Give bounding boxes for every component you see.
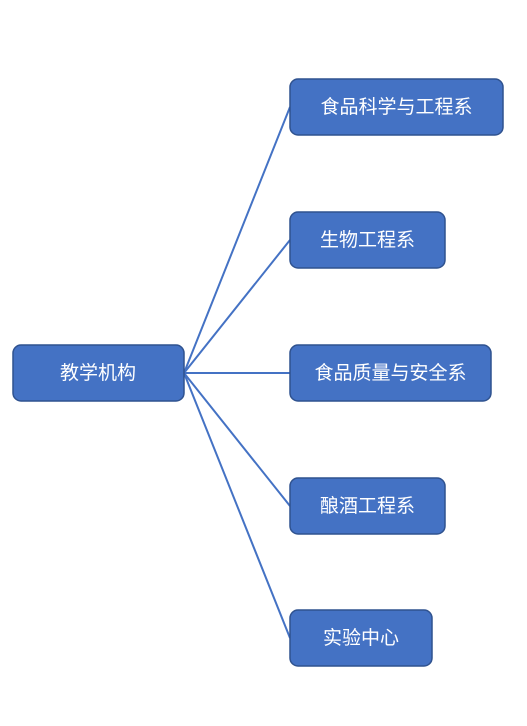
child-node-box — [289, 344, 492, 402]
connector-child-0 — [183, 106, 291, 374]
connectors — [183, 106, 291, 639]
child-node-label: 实验中心 — [323, 627, 399, 649]
connector-child-3 — [183, 372, 291, 507]
child-node-brewing: 酿酒工程系 — [289, 477, 446, 535]
root-node: 教学机构 — [12, 344, 185, 402]
root-node-box — [12, 344, 185, 402]
child-node-label: 食品质量与安全系 — [314, 362, 466, 384]
child-node-food-quality: 食品质量与安全系 — [289, 344, 492, 402]
child-node-label: 酿酒工程系 — [320, 495, 415, 517]
child-node-box — [289, 78, 504, 136]
child-node-lab-center: 实验中心 — [289, 609, 433, 667]
child-node-box — [289, 211, 446, 269]
child-node-label: 生物工程系 — [320, 229, 415, 251]
connector-child-4 — [183, 372, 291, 639]
child-node-label: 食品科学与工程系 — [320, 96, 472, 118]
child-node-box — [289, 477, 446, 535]
connector-child-1 — [183, 239, 291, 374]
root-node-label: 教学机构 — [60, 362, 136, 384]
child-node-box — [289, 609, 433, 667]
child-node-bioengineering: 生物工程系 — [289, 211, 446, 269]
child-node-food-science: 食品科学与工程系 — [289, 78, 504, 136]
